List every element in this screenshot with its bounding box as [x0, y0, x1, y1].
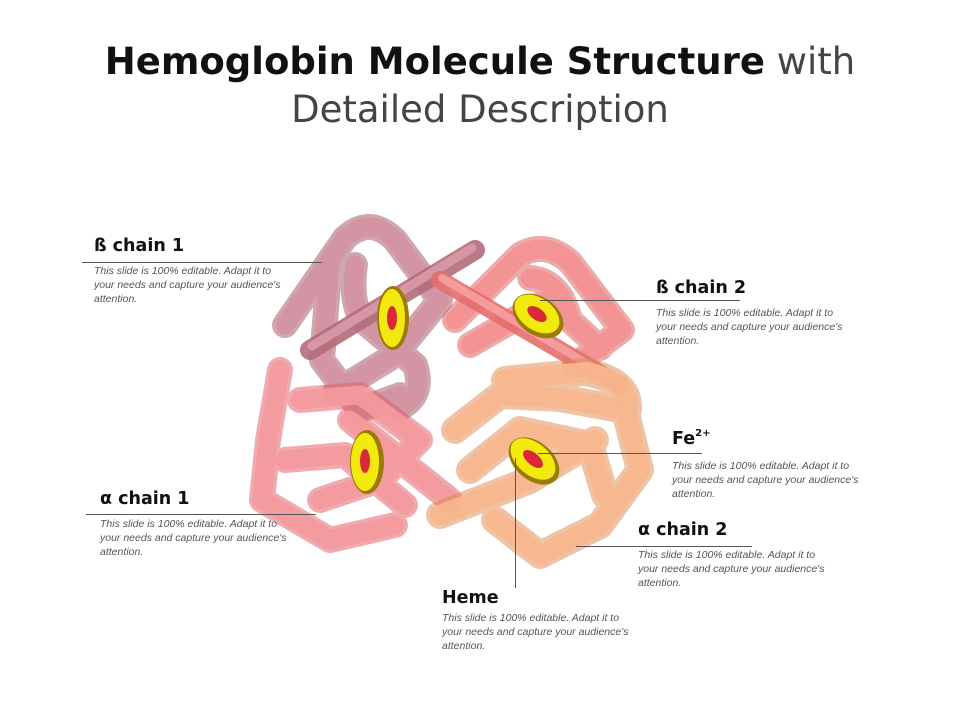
heme-heading: Heme	[442, 588, 499, 608]
beta-chain-2-leader	[540, 300, 740, 301]
beta-chain-1-heading: ß chain 1	[94, 236, 185, 256]
heme-callout: Heme This slide is 100% editable. Adapt …	[442, 588, 642, 653]
alpha-chain-1-text: This slide is 100% editable. Adapt it to…	[100, 518, 287, 558]
title-bold: Hemoglobin Molecule Structure	[104, 40, 765, 83]
beta-chain-1-leader	[82, 262, 322, 263]
heme-group-beta-2	[512, 293, 564, 339]
fe-leader	[538, 453, 702, 454]
heme-group-alpha-2	[508, 437, 560, 485]
beta-chain-1-callout: ß chain 1 This slide is 100% editable. A…	[94, 236, 294, 306]
alpha-chain-2-text: This slide is 100% editable. Adapt it to…	[638, 549, 825, 589]
alpha-chain-2-heading: α chain 2	[638, 520, 728, 540]
slide-title: Hemoglobin Molecule Structure with Detai…	[0, 38, 960, 134]
heme-text: This slide is 100% editable. Adapt it to…	[442, 612, 629, 652]
beta-chain-1-text: This slide is 100% editable. Adapt it to…	[94, 265, 281, 305]
beta-chain-2-text: This slide is 100% editable. Adapt it to…	[656, 307, 843, 347]
fe-symbol: Fe	[672, 429, 696, 449]
heme-group-beta-1	[377, 286, 409, 350]
title-light-2: Detailed Description	[291, 88, 669, 131]
fe-text: This slide is 100% editable. Adapt it to…	[672, 460, 859, 500]
alpha-chain-1-callout: α chain 1 This slide is 100% editable. A…	[100, 489, 300, 559]
heme-group-alpha-1	[350, 430, 384, 494]
alpha-chain-2-callout: α chain 2 This slide is 100% editable. A…	[638, 520, 838, 590]
alpha-chain-2-ribbon	[426, 358, 654, 569]
heme-leader	[515, 458, 516, 588]
alpha-chain-1-leader	[86, 514, 316, 515]
fe-charge: 2+	[695, 428, 711, 439]
alpha-chain-1-heading: α chain 1	[100, 489, 190, 509]
beta-chain-2-callout: ß chain 2 This slide is 100% editable. A…	[656, 278, 856, 348]
fe-callout: Fe2+ This slide is 100% editable. Adapt …	[672, 428, 872, 501]
alpha-chain-2-leader	[576, 546, 752, 547]
fe-heading: Fe2+	[672, 428, 872, 449]
title-light-1: with	[776, 40, 856, 83]
beta-chain-2-heading: ß chain 2	[656, 278, 747, 298]
